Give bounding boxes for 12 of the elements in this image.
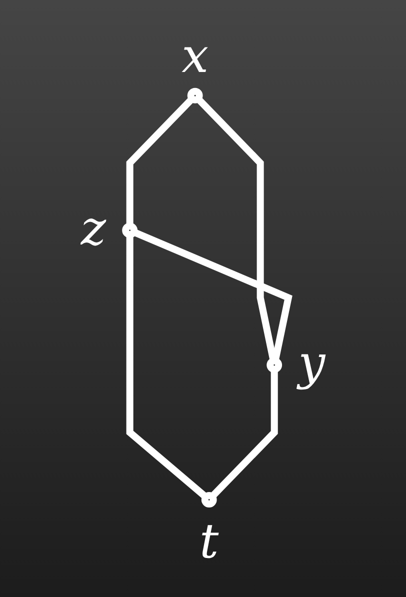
vertex-label: z <box>80 201 106 256</box>
vertex-label: y <box>298 336 326 392</box>
edge-line <box>126 234 208 500</box>
vertex-circle <box>187 88 203 104</box>
vertex-circle <box>122 222 138 238</box>
vertex-circle <box>266 357 282 373</box>
vertex-label: x <box>182 28 209 84</box>
vertex-circle <box>201 492 217 508</box>
vertex-label: t <box>200 514 219 570</box>
edge-line <box>195 96 277 362</box>
edge-line <box>126 96 195 226</box>
edge-line <box>210 369 278 500</box>
